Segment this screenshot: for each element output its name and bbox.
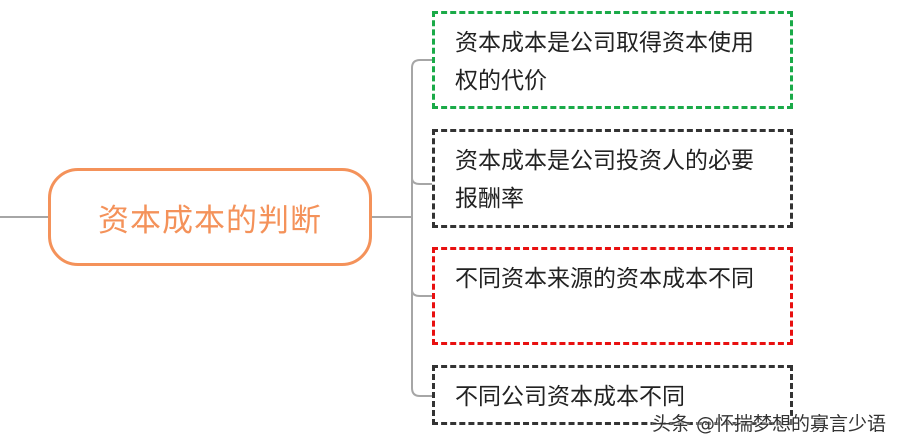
watermark: 头条 @怀揣梦想的寡言少语 bbox=[651, 413, 886, 435]
child-topic-label: 资本成本是公司取得资本使用权的代价 bbox=[455, 30, 754, 94]
child-topic-source-difference[interactable]: 不同资本来源的资本成本不同 bbox=[432, 247, 793, 345]
branch-bracket bbox=[411, 59, 432, 397]
root-topic[interactable]: 资本成本的判断 bbox=[48, 168, 372, 266]
child-topic-capital-use-price[interactable]: 资本成本是公司取得资本使用权的代价 bbox=[432, 11, 793, 109]
child-topic-label: 不同资本来源的资本成本不同 bbox=[455, 266, 754, 292]
child-topic-label: 不同公司资本成本不同 bbox=[455, 384, 685, 410]
child-topic-required-return[interactable]: 资本成本是公司投资人的必要报酬率 bbox=[432, 129, 793, 228]
root-topic-label: 资本成本的判断 bbox=[98, 202, 322, 239]
child-topic-company-difference[interactable]: 不同公司资本成本不同 bbox=[432, 365, 793, 425]
child-topic-label: 资本成本是公司投资人的必要报酬率 bbox=[455, 148, 754, 212]
